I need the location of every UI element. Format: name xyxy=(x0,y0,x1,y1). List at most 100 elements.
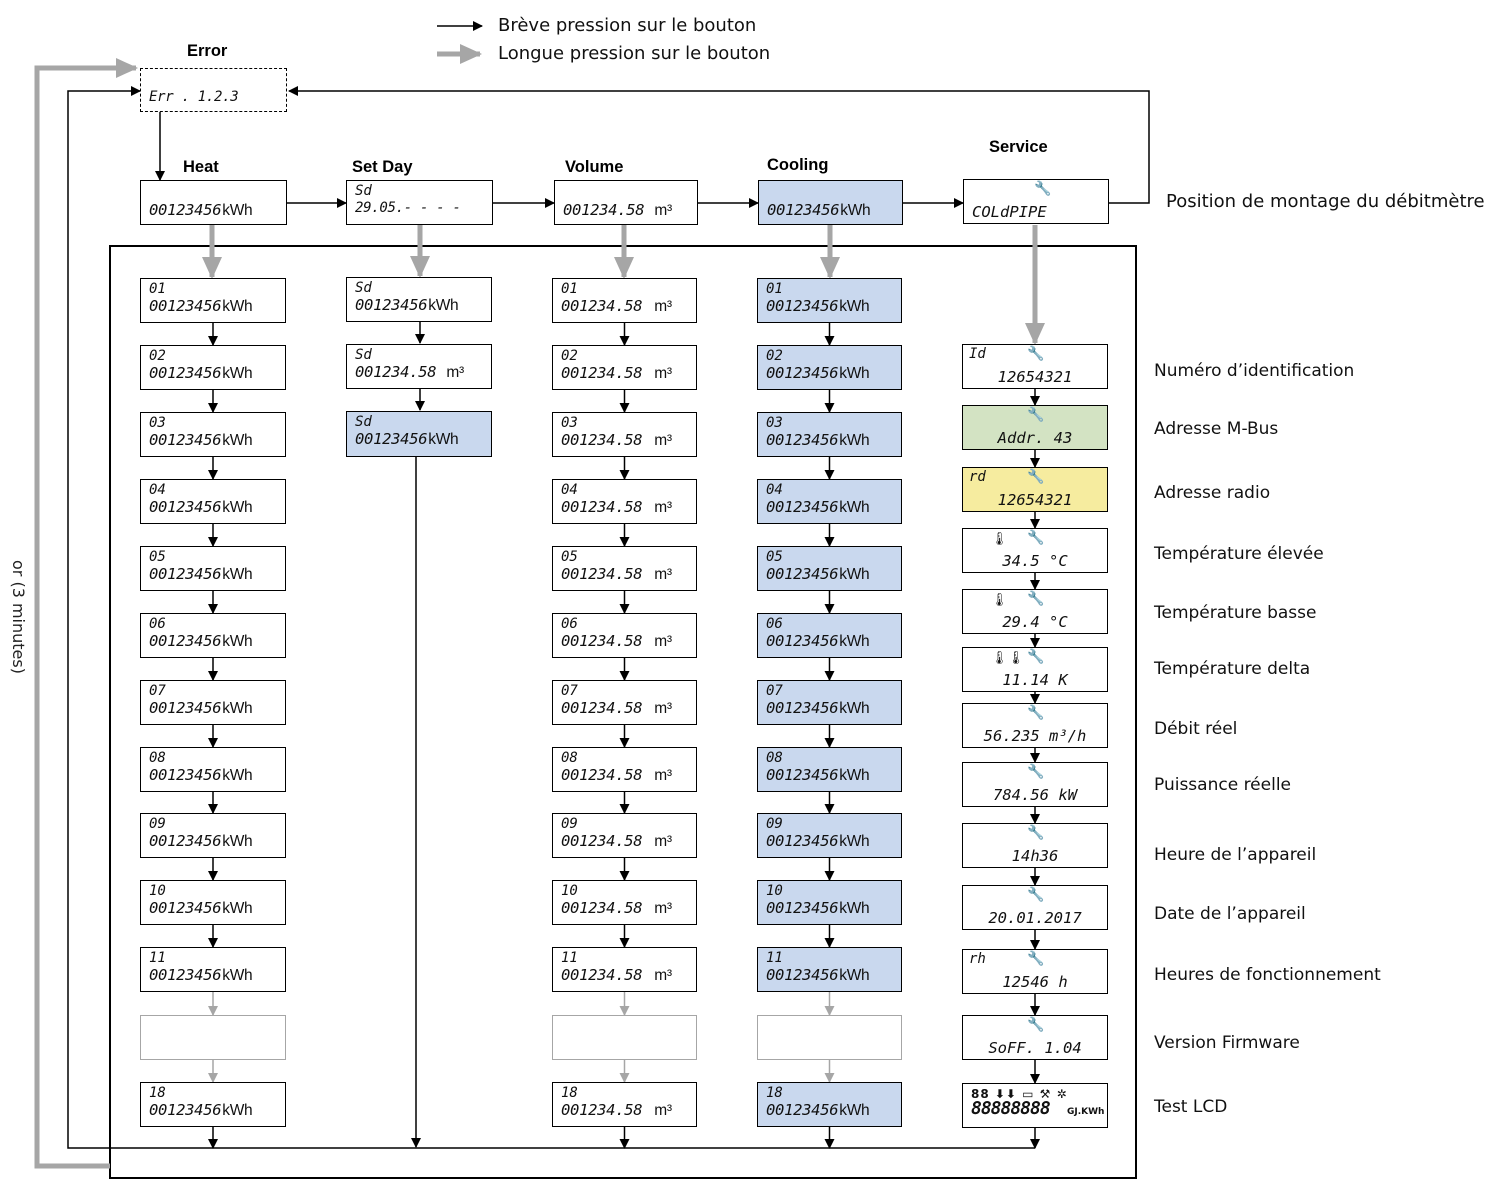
unit-text: m³ xyxy=(650,700,672,717)
empty-display xyxy=(552,1015,697,1060)
month-index: 11 xyxy=(766,950,783,966)
month-value: 001234.58 m³ xyxy=(561,297,696,316)
value-text: 00123456 xyxy=(149,1101,222,1119)
wrench-icon: 🔧 xyxy=(1034,181,1052,197)
value-text: 001234.58 xyxy=(561,699,643,717)
service-label: Test LCD xyxy=(1154,1097,1228,1117)
header-error: Error xyxy=(187,42,228,60)
wrench-icon: 🔧 xyxy=(1027,469,1045,485)
unit-text: kWh xyxy=(222,900,253,917)
month-index: 18 xyxy=(766,1085,783,1101)
unit-text: kWh xyxy=(839,967,870,984)
month-value: 00123456kWh xyxy=(766,900,901,918)
wrench-icon: 🔧 xyxy=(1027,530,1045,546)
unit-text: kWh xyxy=(222,566,253,583)
month-value: 001234.58 m³ xyxy=(561,499,696,517)
heat-display: 00123456kWh xyxy=(140,180,287,225)
service-prefix: rd xyxy=(969,469,986,485)
month-index: 08 xyxy=(766,750,783,766)
month-index: 09 xyxy=(766,816,783,832)
unit-text: m³ xyxy=(650,633,672,650)
wrench-icon: 🔧 xyxy=(1027,825,1045,841)
header-volume: Volume xyxy=(565,158,624,176)
service-value: 12654321 xyxy=(997,368,1073,386)
value-text: 00123456 xyxy=(149,364,222,382)
service-value: 11.14 K xyxy=(1002,671,1068,689)
unit-text: m³ xyxy=(650,298,672,315)
month-index: 09 xyxy=(561,816,578,832)
month-value: 00123456kWh xyxy=(766,365,901,383)
month-value: 00123456kWh xyxy=(149,900,285,918)
unit-text: kWh xyxy=(222,298,253,315)
month-index: 11 xyxy=(561,950,578,966)
unit-text: m³ xyxy=(650,432,672,449)
month-index: 01 xyxy=(149,281,166,297)
month-value: 001234.58 m³ xyxy=(561,1102,696,1120)
service-value: SoFF. 1.04 xyxy=(988,1039,1082,1057)
month-value: 00123456kWh xyxy=(149,633,285,651)
legend-short-press: Brève pression sur le bouton xyxy=(498,15,757,36)
value-text: 001234.58 xyxy=(561,297,643,315)
month-value: 001234.58 m³ xyxy=(561,699,696,718)
service-prefix: Id xyxy=(969,346,986,362)
service-item-display: 🔧56.235 m³/h xyxy=(962,703,1108,748)
value-text: 001234.58 xyxy=(561,899,643,917)
value-text: 001234.58 xyxy=(561,766,643,784)
unit-text: kWh xyxy=(222,499,253,516)
unit-text: m³ xyxy=(650,566,672,583)
value-text: 001234.58 xyxy=(561,431,643,449)
service-label: Température élevée xyxy=(1154,544,1324,564)
value-text: 00123456 xyxy=(149,498,222,516)
service-prefix: rh xyxy=(969,951,986,967)
unit-text: m³ xyxy=(650,1102,672,1119)
header-heat: Heat xyxy=(183,158,219,176)
setday-item: Sd 001234.58 m³ xyxy=(346,344,492,389)
service-value: 784.56 kW xyxy=(993,786,1077,804)
month-value: 00123456kWh xyxy=(766,767,901,785)
empty-display xyxy=(140,1015,286,1060)
month-value: 00123456kWh xyxy=(149,498,285,517)
unit-text: kWh xyxy=(839,1102,870,1119)
month-value: 00123456kWh xyxy=(766,432,901,450)
header-cooling: Cooling xyxy=(767,156,829,174)
service-label: Puissance réelle xyxy=(1154,775,1292,795)
month-value: 00123456kWh xyxy=(149,364,285,383)
month-value: 00123456kWh xyxy=(149,1101,285,1120)
value-text: 00123456 xyxy=(766,832,839,850)
value-text: 00123456 xyxy=(149,766,222,784)
service-item-display: 🔧🌡29.4 °C xyxy=(962,589,1108,634)
value-text: 00123456 xyxy=(149,431,222,449)
service-value: 56.235 m³/h xyxy=(983,727,1087,745)
month-value: 001234.58 m³ xyxy=(561,431,696,450)
month-index: 02 xyxy=(766,348,783,364)
value-text: 00123456 xyxy=(766,498,839,516)
service-item-display: 🔧784.56 kW xyxy=(962,762,1108,807)
month-value: 001234.58 m³ xyxy=(561,566,696,584)
service-value: 14h36 xyxy=(1011,847,1059,865)
value-text: 00123456 xyxy=(149,565,222,583)
unit-text: kWh xyxy=(839,298,870,315)
month-index: 05 xyxy=(149,549,166,565)
service-item-display: 🔧🌡🌡11.14 K xyxy=(962,647,1108,692)
unit-text: kWh xyxy=(222,365,253,382)
month-index: 06 xyxy=(561,616,578,632)
value-text: 00123456 xyxy=(149,297,222,315)
wrench-icon: 🔧 xyxy=(1027,591,1045,607)
wrench-icon: 🔧 xyxy=(1027,1017,1045,1033)
unit-text: kWh xyxy=(222,767,253,784)
month-value: 00123456kWh xyxy=(149,565,285,584)
unit-text: kWh xyxy=(839,633,870,650)
